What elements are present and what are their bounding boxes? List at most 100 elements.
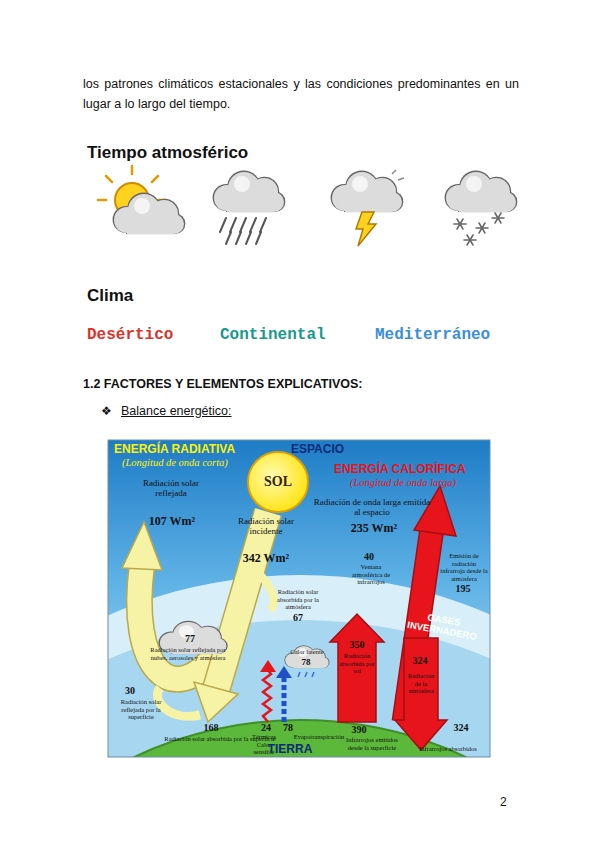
art-path [157, 688, 200, 716]
art-path [216, 512, 268, 690]
diagram-heading: ESPACIO [291, 442, 361, 456]
art-path [139, 565, 218, 679]
art-line [131, 166, 134, 174]
art-path [252, 565, 274, 610]
page-number: 2 [500, 795, 520, 809]
art-line [256, 232, 261, 244]
art-line [98, 199, 106, 202]
art-g [454, 219, 466, 229]
art-line [495, 213, 501, 223]
rain-cloud-icon [213, 171, 286, 245]
flux-label: Emisión de radiación infrarroja desde la… [440, 552, 488, 582]
diagram-heading: ENERGÍA RADIATIVA [114, 442, 289, 456]
flux-value: 78 [296, 657, 316, 667]
art-line [495, 213, 501, 223]
flux-value: 40 [356, 551, 382, 563]
art-line [106, 176, 112, 182]
flux-value: 24 [256, 722, 276, 734]
art-line [260, 218, 266, 232]
art-line [230, 218, 236, 232]
section-heading: Tiempo atmosférico [87, 143, 347, 163]
art-line [152, 176, 158, 182]
flux-label: Radiación de la atmósfera [405, 672, 437, 695]
node-text: SOL [264, 474, 292, 490]
flux-value: 107 Wm² [134, 514, 210, 528]
art-path [139, 565, 218, 679]
sun-cloud-icon [98, 166, 185, 234]
flux-label: Radiación solar absorbida por la atmósfe… [266, 588, 330, 611]
art-use [445, 171, 518, 213]
art-g [220, 218, 266, 244]
flux-value: 324 [446, 722, 476, 734]
flux-value: 195 [448, 583, 478, 595]
art-path [263, 669, 271, 722]
flux-value: 67 [286, 612, 310, 624]
subsection-heading: 1.2 FACTORES Y ELEMENTOS EXPLICATIVOS: [83, 377, 503, 391]
diagram-subheading: (Longitud de onda larga) [350, 477, 480, 489]
flux-label: Radiación solar reflejada [140, 478, 202, 498]
illustration-frame [108, 440, 490, 757]
art-use [331, 171, 404, 213]
flux-label: Infrarrojos emitidos desde la superficie [340, 736, 404, 751]
art-line [282, 676, 287, 722]
art-line [226, 232, 231, 244]
art-polygon [122, 522, 162, 570]
flux-value: 168 [196, 722, 226, 734]
art-line [479, 223, 485, 233]
art-polygon [356, 212, 376, 246]
body-text: los patrones climáticos estacionales y l… [83, 74, 519, 114]
art-polygon [330, 614, 384, 722]
flux-label: Ventana atmosférica de infrarrojos [348, 563, 394, 586]
flux-label: Radiación solar absorbida por la superfi… [160, 735, 280, 742]
section-heading: Clima [87, 286, 207, 306]
art-line [312, 672, 314, 677]
art-polygon [276, 666, 292, 678]
art-polygon [414, 486, 456, 536]
climate-name: Desértico [87, 326, 207, 344]
art-g [298, 672, 314, 677]
region-label: TIERRA [250, 742, 330, 756]
art-g [464, 235, 476, 245]
art-line [479, 223, 485, 233]
flux-value: 324 [405, 655, 435, 667]
flux-value: 235 Wm² [334, 521, 414, 535]
energy-balance-illustration [108, 440, 490, 757]
flux-label: Radiación absorbida por sol [339, 652, 375, 675]
diagram-heading: ENERGÍA CALORÍFICA [334, 462, 486, 476]
flux-label: Radiación de onda larga emitida al espac… [313, 497, 431, 517]
art-use [213, 171, 286, 213]
art-g [492, 213, 504, 223]
flux-label: Calor latente [286, 648, 328, 655]
flux-label: Radiación solar incidente [236, 516, 296, 536]
art-line [246, 232, 251, 244]
art-line [457, 219, 463, 229]
sun-disc [248, 452, 308, 512]
flux-value: 78 [278, 722, 298, 734]
art-polygon [260, 660, 276, 672]
art-path [216, 512, 268, 690]
art-line [236, 232, 241, 244]
climate-name: Continental [220, 326, 360, 344]
flux-label: Infrarrojos absorbidos [410, 745, 486, 752]
bullet-mark: ❖ [101, 404, 119, 418]
climate-name: Mediterráneo [375, 326, 525, 344]
flux-value: 77 [178, 633, 202, 645]
art-use [284, 645, 329, 668]
snow-cloud-icon [445, 171, 518, 246]
sun-node: SOL [258, 470, 298, 494]
diagram-subheading: (Longitud de onda corta) [122, 457, 272, 469]
flux-value: 390 [344, 724, 374, 736]
bullet-heading: Balance energético: [121, 404, 321, 418]
art-line [298, 672, 300, 677]
art-g [476, 223, 488, 233]
flux-value: 30 [118, 685, 142, 697]
art-g [454, 213, 504, 245]
flux-label: Evapotranspiración [288, 733, 350, 740]
flux-value: 342 Wm² [228, 551, 304, 565]
art-line [305, 672, 307, 677]
art-polygon [395, 638, 447, 750]
art-line [467, 235, 473, 245]
art-line [457, 219, 463, 229]
art-line [467, 235, 473, 245]
